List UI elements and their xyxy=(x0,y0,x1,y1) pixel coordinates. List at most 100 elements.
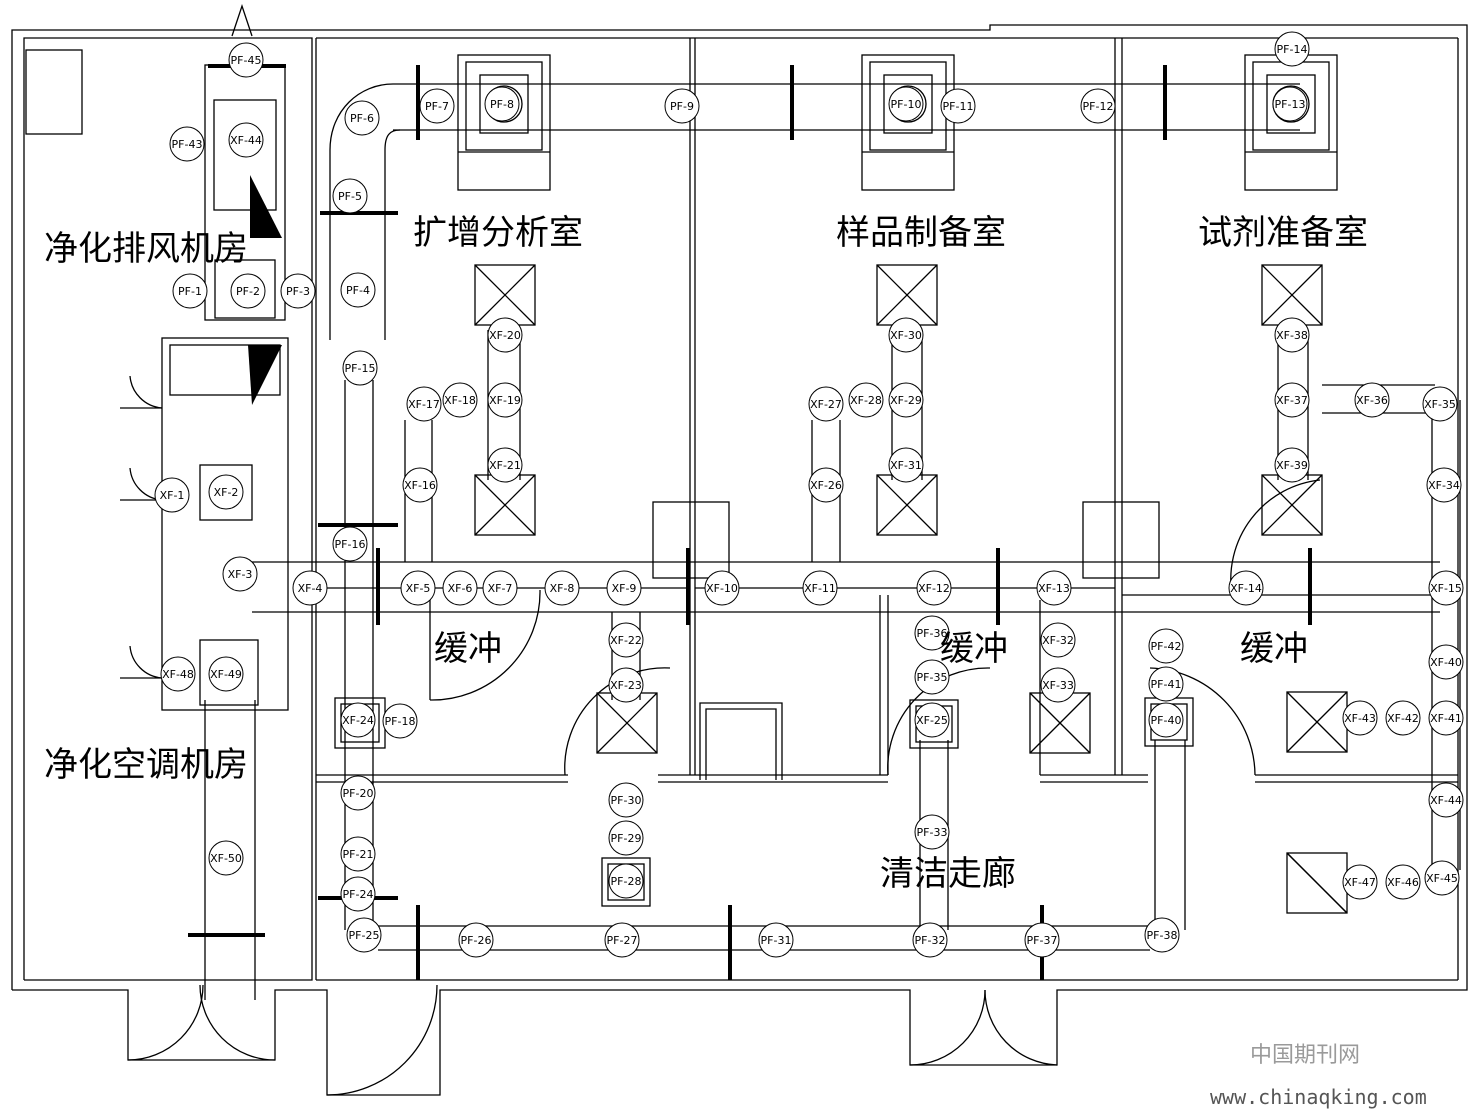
tag-label: PF-2 xyxy=(236,285,260,298)
tag-label: PF-12 xyxy=(1083,100,1114,113)
tag-label: XF-48 xyxy=(162,668,194,681)
tag-bubble xyxy=(912,922,948,958)
tag-label: PF-6 xyxy=(350,112,374,125)
tag-bubble xyxy=(419,88,455,124)
tag-bubble xyxy=(400,570,436,606)
watermark-cn: 中国期刊网 xyxy=(1250,1043,1360,1068)
tag-label: XF-38 xyxy=(1276,329,1308,342)
tag-bubble xyxy=(228,42,264,78)
tag-bubble xyxy=(1428,700,1464,736)
tag-label: XF-10 xyxy=(706,582,738,595)
tag-label: XF-44 xyxy=(230,134,262,147)
fan-icon xyxy=(248,345,282,405)
tag-label: XF-34 xyxy=(1428,479,1460,492)
tag-bubble xyxy=(487,382,523,418)
tag-label: PF-1 xyxy=(178,285,202,298)
tag-bubble xyxy=(1148,628,1184,664)
tag-bubble xyxy=(1385,700,1421,736)
tag-label: PF-30 xyxy=(611,794,642,807)
tag-bubble xyxy=(340,702,376,738)
tag-bubble xyxy=(664,88,700,124)
tag-bubble xyxy=(888,317,924,353)
tag-bubble xyxy=(1148,702,1184,738)
tag-bubble xyxy=(1036,570,1072,606)
tag-label: XF-5 xyxy=(406,582,431,595)
tag-label: XF-45 xyxy=(1426,872,1458,885)
tag-bubble xyxy=(940,88,976,124)
tag-bubble xyxy=(208,474,244,510)
tag-label: PF-27 xyxy=(607,934,638,947)
tag-bubble xyxy=(332,526,368,562)
tag-label: PF-18 xyxy=(385,715,416,728)
tag-bubble xyxy=(608,820,644,856)
tag-bubble xyxy=(230,273,266,309)
tag-label: PF-11 xyxy=(943,100,974,113)
tag-label: XF-23 xyxy=(610,679,642,692)
tag-bubble xyxy=(888,86,924,122)
tag-label: PF-15 xyxy=(345,362,376,375)
tag-label: PF-8 xyxy=(490,98,514,111)
tag-bubble xyxy=(1428,644,1464,680)
tag-label: XF-11 xyxy=(804,582,836,595)
tag-bubble xyxy=(406,386,442,422)
doors xyxy=(120,375,1321,1096)
tag-label: XF-21 xyxy=(489,459,521,472)
tag-label: XF-33 xyxy=(1042,679,1074,692)
tag-bubble xyxy=(1342,864,1378,900)
tag-label: PF-9 xyxy=(670,100,694,113)
tag-label: XF-36 xyxy=(1356,394,1388,407)
tag-bubble xyxy=(169,126,205,162)
tag-label: XF-46 xyxy=(1387,876,1419,889)
tag-bubble xyxy=(222,556,258,592)
tag-bubble xyxy=(1424,860,1460,896)
tag-label: XF-12 xyxy=(918,582,950,595)
tag-label: PF-32 xyxy=(915,934,946,947)
tag-label: PF-36 xyxy=(917,627,948,640)
tag-label: XF-2 xyxy=(214,486,239,499)
fume-hoods xyxy=(199,54,1338,907)
tag-label: XF-28 xyxy=(850,394,882,407)
tag-label: PF-25 xyxy=(349,929,380,942)
tag-bubble xyxy=(1274,317,1310,353)
tag-bubble xyxy=(1080,88,1116,124)
tag-bubble xyxy=(608,622,644,658)
tag-bubble xyxy=(1428,570,1464,606)
tag-label: PF-16 xyxy=(335,538,366,551)
tag-label: PF-20 xyxy=(343,787,374,800)
tag-bubble xyxy=(402,467,438,503)
tag-label: XF-35 xyxy=(1424,398,1456,411)
tag-bubble xyxy=(292,570,328,606)
tag-label: PF-38 xyxy=(1147,929,1178,942)
tag-bubble xyxy=(1274,447,1310,483)
tag-label: PF-45 xyxy=(231,54,262,67)
tag-bubble xyxy=(544,570,580,606)
tag-label: PF-13 xyxy=(1275,98,1306,111)
tag-bubble xyxy=(1272,86,1308,122)
buffer-label: 缓冲 xyxy=(434,629,502,669)
tag-label: XF-41 xyxy=(1430,712,1462,725)
tag-label: XF-8 xyxy=(550,582,575,595)
tag-bubble xyxy=(704,570,740,606)
tag-label: XF-37 xyxy=(1276,394,1308,407)
tag-label: XF-4 xyxy=(298,582,323,595)
tag-label: XF-18 xyxy=(444,394,476,407)
tag-label: XF-49 xyxy=(210,668,242,681)
tag-bubble xyxy=(608,667,644,703)
tag-bubble xyxy=(340,272,376,308)
tag-bubble xyxy=(344,100,380,136)
tag-label: XF-30 xyxy=(890,329,922,342)
tag-label: XF-50 xyxy=(210,852,242,865)
tag-bubble xyxy=(888,382,924,418)
tag-label: PF-35 xyxy=(917,671,948,684)
tag-label: PF-40 xyxy=(1151,714,1182,727)
tag-label: XF-15 xyxy=(1430,582,1462,595)
tag-bubble xyxy=(342,350,378,386)
tag-label: XF-31 xyxy=(890,459,922,472)
room-label-exhaust: 净化排风机房 xyxy=(44,229,248,269)
tag-label: XF-14 xyxy=(1230,582,1262,595)
tag-label: XF-29 xyxy=(890,394,922,407)
tag-label: PF-31 xyxy=(761,934,792,947)
